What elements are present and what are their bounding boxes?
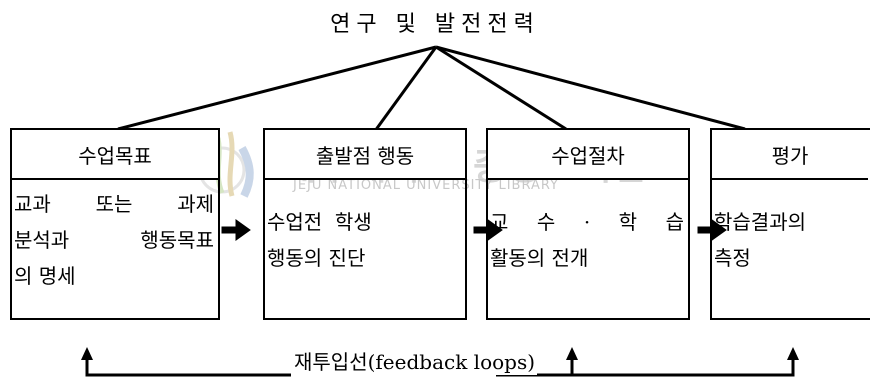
procedure-box: 수업절차 교 수 · 학 습 활동의 전개 [486, 128, 690, 320]
feedback-loops-label: 재투입선(feedback loops) [292, 346, 538, 375]
evaluation-description: 학습결과의 측정 [714, 210, 806, 270]
objectives-box: 수업목표 교과 또는 과제 분석과 행동목표 의 명세 [10, 128, 220, 320]
evaluation-header: 평가 [712, 130, 868, 180]
entry-behavior-box: 출발점 행동 수업전 학생 행동의 진단 [263, 128, 467, 320]
objectives-description: 교과 또는 과제 분석과 행동목표 의 명세 [14, 192, 214, 288]
diagram-title: 연구 및 발전전력 [330, 12, 540, 37]
entry-behavior-description: 수업전 학생 행동의 진단 [267, 210, 372, 270]
evaluation-box: 평가 학습결과의 측정 [710, 128, 870, 320]
entry-behavior-header: 출발점 행동 [265, 130, 465, 180]
procedure-description: 교 수 · 학 습 활동의 전개 [490, 210, 684, 270]
objectives-header: 수업목표 [12, 130, 218, 180]
procedure-header: 수업절차 [488, 130, 688, 180]
